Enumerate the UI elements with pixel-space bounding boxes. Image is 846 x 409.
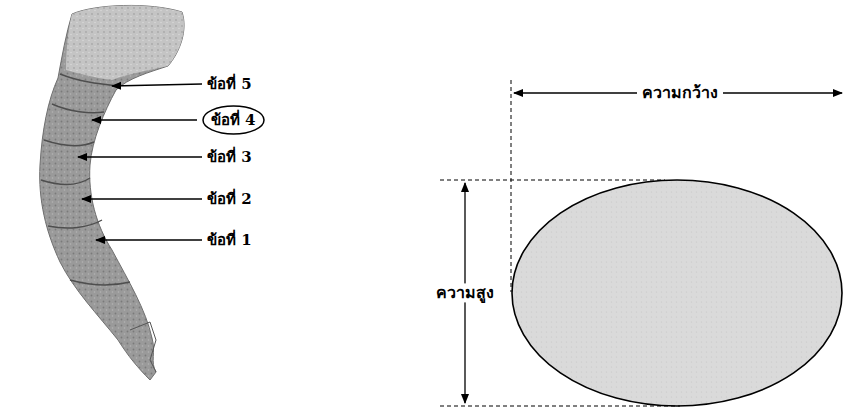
dimension-label: ความสูง bbox=[431, 283, 499, 302]
segment-label: ข้อที่ 3 bbox=[207, 148, 252, 166]
segment-label: ข้อที่ 1 bbox=[207, 231, 252, 249]
segmented-body bbox=[40, 5, 184, 380]
cross-section bbox=[440, 80, 842, 406]
circled-label: ข้อที่ 4 bbox=[202, 105, 265, 135]
dimension-label: ความกว้าง bbox=[637, 83, 723, 102]
leader-arrows bbox=[78, 84, 202, 240]
segment-label: ข้อที่ 5 bbox=[207, 75, 252, 93]
segment-label: ข้อที่ 2 bbox=[207, 190, 252, 208]
segment-label: ข้อที่ 4 bbox=[211, 111, 256, 129]
